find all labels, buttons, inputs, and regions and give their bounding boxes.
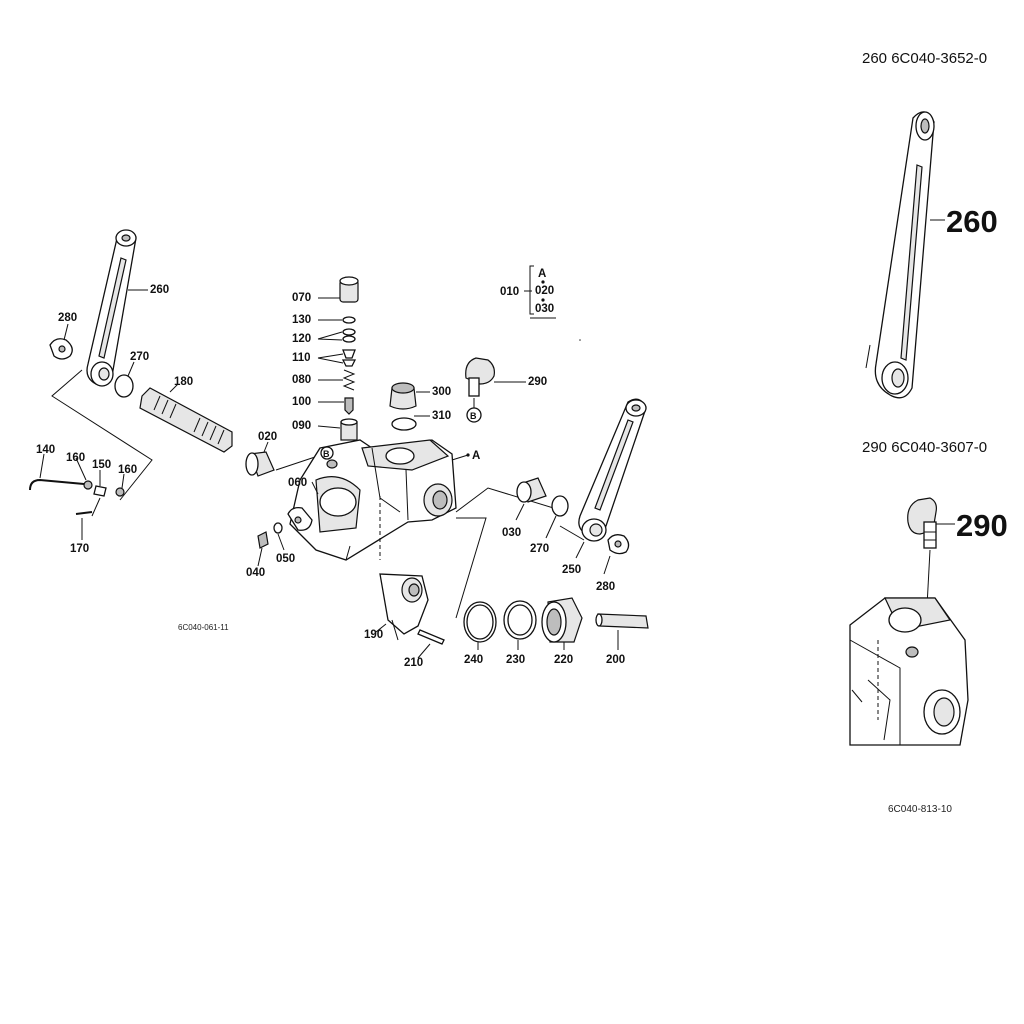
callout-050: 050	[276, 553, 295, 565]
callout-140: 140	[36, 444, 55, 456]
callout-190: 190	[364, 629, 383, 641]
callout-100: 100	[292, 396, 311, 408]
callout-310: 310	[432, 410, 451, 422]
bushing-030	[516, 477, 547, 503]
o-ring-270-left	[114, 374, 134, 398]
inset-callout-260: 260	[946, 204, 998, 239]
snap-ring-280-left	[49, 338, 73, 360]
pin-170	[75, 511, 93, 515]
nut-160-a	[83, 480, 93, 490]
callout-150: 150	[92, 459, 111, 471]
plug-300	[389, 382, 417, 410]
callout-030: 030	[502, 527, 521, 539]
callout-230: 230	[506, 654, 525, 666]
plug-040	[257, 531, 269, 549]
lift-arm-right	[578, 398, 647, 542]
callout-030-kit: 030	[535, 303, 554, 315]
callout-090: 090	[292, 420, 311, 432]
callout-200: 200	[606, 654, 625, 666]
callout-020: 020	[258, 431, 277, 443]
callout-220: 220	[554, 654, 573, 666]
lever-190	[379, 573, 429, 641]
callout-240: 240	[464, 654, 483, 666]
callout-210: 210	[404, 657, 423, 669]
inset-housing-drawing	[849, 597, 969, 746]
callout-180: 180	[174, 376, 193, 388]
callout-A-kit: A	[538, 268, 546, 280]
inset-ref-code: 6C040-813-10	[888, 804, 952, 815]
callout-A: A	[472, 450, 480, 462]
joint-150	[93, 485, 107, 497]
snap-ring-280-right	[607, 534, 630, 555]
callout-170: 170	[70, 543, 89, 555]
inset-260-header: 260 6C040-3652-0	[862, 50, 987, 67]
piston-220	[541, 597, 583, 643]
callout-260-left: 260	[150, 284, 169, 296]
washer-050	[273, 522, 283, 534]
callout-020-kit: 020	[535, 285, 554, 297]
callout-010: 010	[500, 286, 519, 298]
hydraulic-housing	[287, 439, 457, 561]
reference-B-body	[320, 446, 334, 460]
inset-lift-arm-drawing	[865, 111, 935, 399]
callout-290: 290	[528, 376, 547, 388]
callout-270-right: 270	[530, 543, 549, 555]
callout-130: 130	[292, 314, 311, 326]
backup-ring-230	[503, 600, 537, 640]
rod-140	[29, 478, 85, 491]
ref-B-top: B	[470, 411, 477, 421]
inset-callout-290: 290	[956, 508, 1008, 543]
inset-290-header: 290 6C040-3607-0	[862, 439, 987, 456]
bushing-020	[245, 451, 275, 477]
callout-080: 080	[292, 374, 311, 386]
lift-arm-left	[86, 229, 137, 387]
ref-B-body: B	[323, 449, 330, 459]
callout-160-a: 160	[66, 452, 85, 464]
o-ring-270-right	[551, 495, 569, 517]
nut-160-b	[115, 487, 125, 497]
callout-300: 300	[432, 386, 451, 398]
callout-250: 250	[562, 564, 581, 576]
rod-200	[595, 613, 649, 629]
callout-280-right: 280	[596, 581, 615, 593]
reference-B-top	[466, 407, 482, 423]
pin-210	[417, 629, 445, 645]
breather-290	[465, 357, 495, 397]
main-ref-code: 6C040-061-11	[178, 623, 229, 632]
callout-270-left: 270	[130, 351, 149, 363]
inset-breather-drawing	[907, 497, 937, 549]
callout-280-left: 280	[58, 312, 77, 324]
callout-070: 070	[292, 292, 311, 304]
callout-120: 120	[292, 333, 311, 345]
lift-shaft-180	[139, 387, 233, 453]
callout-060: 060	[288, 477, 307, 489]
callout-040: 040	[246, 567, 265, 579]
callout-160-b: 160	[118, 464, 137, 476]
valve-stack	[339, 276, 359, 441]
o-ring-310	[391, 417, 417, 431]
o-ring-240	[463, 601, 497, 643]
callout-110: 110	[292, 352, 311, 364]
